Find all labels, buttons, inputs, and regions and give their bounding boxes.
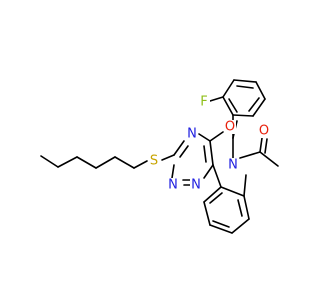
bond-acetyl-c-methyl xyxy=(259,151,279,167)
bond-n-bl-c3 xyxy=(171,164,175,179)
triazine-n-bottom-left-atom: N xyxy=(167,178,179,193)
sulfur-label: S xyxy=(150,154,158,169)
triazine-n-bottom-right-label: N xyxy=(191,178,201,193)
bond-benz-5 xyxy=(203,201,211,226)
bond-n-top-c4a xyxy=(198,133,211,142)
bonds xyxy=(40,79,279,234)
bond-c4a-c9b-double xyxy=(203,145,207,163)
bond-benz-6-double xyxy=(209,192,223,204)
ring-nitrogen-label: N xyxy=(228,158,238,173)
carbonyl-oxygen-atom: O xyxy=(258,124,270,139)
atom-labels: F O O N N N N S xyxy=(148,95,270,193)
bond-ph-6-double xyxy=(228,98,238,113)
bond-n7-acetyl-c xyxy=(239,151,261,159)
bond-c9b-n-br xyxy=(203,164,214,179)
bond-c9b-c11a xyxy=(212,164,222,188)
bond-ph-4-double xyxy=(236,85,254,89)
bond-benz-3 xyxy=(231,218,250,234)
bond-hexyl-6 xyxy=(133,160,148,169)
bond-ph-3 xyxy=(255,81,266,100)
bond-acetyl-c-o xyxy=(259,137,263,153)
bond-hexyl-2 xyxy=(57,156,78,168)
bond-c3-n-top xyxy=(173,140,185,156)
sulfur-atom: S xyxy=(148,154,160,169)
ring-oxygen-atom: O xyxy=(224,120,236,135)
triazine-n-top-label: N xyxy=(187,127,197,142)
bond-benz-2 xyxy=(243,195,250,220)
bond-acetyl-c-o-double xyxy=(264,138,268,154)
chemical-structure-diagram: F O O N N N N S xyxy=(40,79,279,234)
bond-n7-c7a xyxy=(243,174,247,197)
fluorine-atom: F xyxy=(198,95,210,110)
bond-hexyl-1 xyxy=(40,155,59,168)
bond-ph-f xyxy=(209,96,224,102)
bond-ph-1 xyxy=(232,114,254,117)
bond-hexyl-4 xyxy=(95,156,116,169)
bond-ph-2 xyxy=(252,98,266,117)
triazine-n-bottom-right-atom: N xyxy=(190,178,202,193)
triazine-n-bottom-left-label: N xyxy=(168,178,178,193)
bond-hexyl-3 xyxy=(76,156,97,169)
bond-benz-2-double xyxy=(237,199,243,217)
bond-c4a-c9b xyxy=(209,140,214,166)
ring-oxygen-label: O xyxy=(225,120,235,135)
bond-benz-6 xyxy=(203,186,222,203)
bond-s-c3 xyxy=(161,154,175,161)
triazine-n-top-atom: N xyxy=(186,127,198,142)
bond-hexyl-5 xyxy=(114,156,135,169)
bond-ph-2-double xyxy=(248,97,260,112)
bond-c3-n-top-double xyxy=(179,145,189,158)
bond-benz-4-double xyxy=(212,220,230,228)
bond-benz-1 xyxy=(220,186,245,197)
fluorine-label: F xyxy=(200,95,207,110)
ring-nitrogen-atom: N xyxy=(227,158,239,173)
bond-ph-4 xyxy=(233,79,257,83)
bond-benz-4 xyxy=(209,224,233,234)
carbonyl-oxygen-label: O xyxy=(259,124,269,139)
bond-ph-5 xyxy=(222,79,235,98)
bond-c4a-o xyxy=(209,131,224,142)
bond-ph-6 xyxy=(222,96,234,116)
